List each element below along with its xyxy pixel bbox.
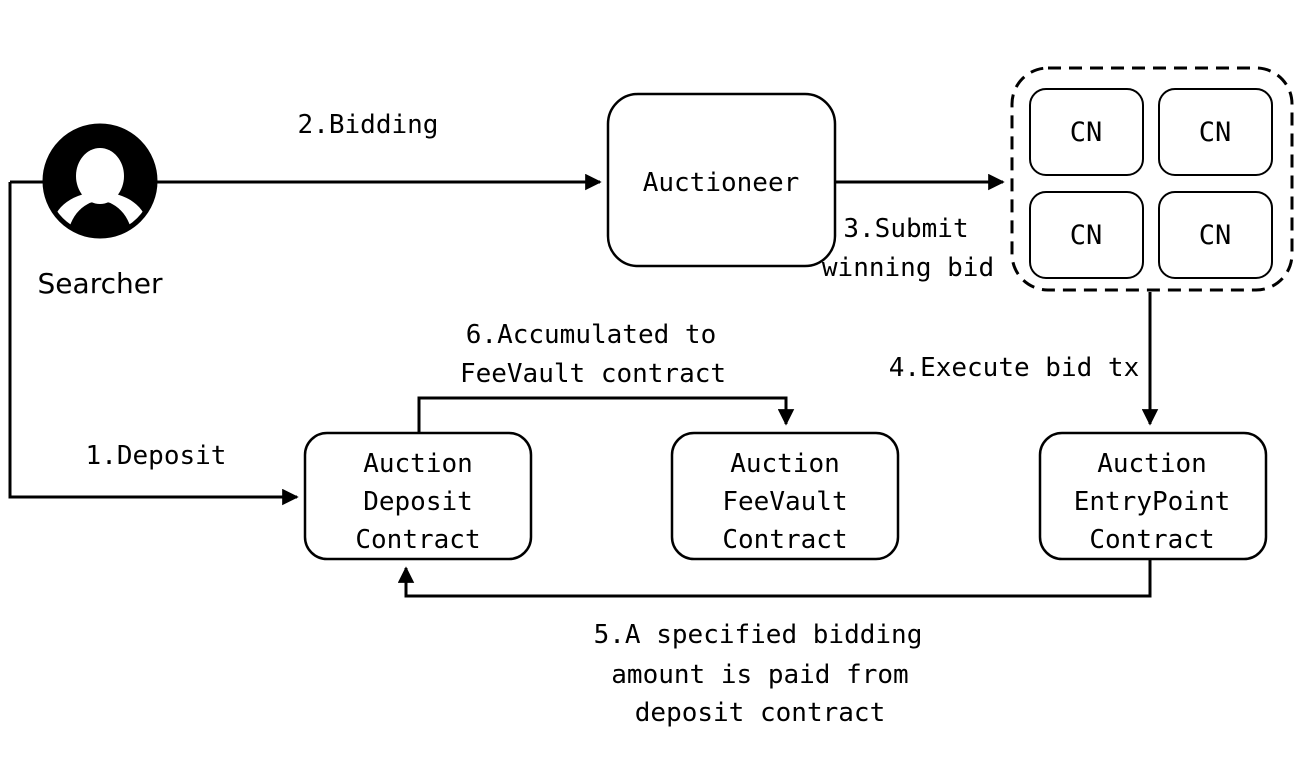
- cn-cluster: CN CN CN CN: [1010, 66, 1294, 292]
- step2-bidding-label: 2.Bidding: [298, 110, 439, 140]
- step5-paid-label: 5.A specified bidding: [594, 620, 923, 650]
- searcher-icon: [42, 123, 158, 239]
- cn-label: CN: [1199, 117, 1232, 148]
- cn-node: CN: [1158, 88, 1273, 176]
- cn-node: CN: [1029, 88, 1144, 176]
- entrypoint-contract-label: Auction: [1097, 449, 1207, 479]
- auction-feevault-contract-node: Auction FeeVault Contract: [670, 431, 900, 561]
- step6-accumulated-label: 6.Accumulated to: [466, 320, 716, 350]
- auction-deposit-contract-node: Auction Deposit Contract: [303, 431, 533, 561]
- cn-label: CN: [1070, 220, 1103, 251]
- deposit-contract-label: Contract: [355, 525, 480, 555]
- deposit-contract-label: Auction: [363, 449, 473, 479]
- step4-execute-label: 4.Execute bid tx: [889, 353, 1139, 383]
- cn-node: CN: [1029, 191, 1144, 279]
- arrow-deposit: [8, 182, 299, 506]
- cn-label: CN: [1070, 117, 1103, 148]
- feevault-contract-label: Auction: [730, 449, 840, 479]
- step1-deposit-label: 1.Deposit: [86, 441, 227, 471]
- arrow-accumulated-to-feevault: [417, 396, 795, 433]
- step6-accumulated-label: FeeVault contract: [460, 359, 726, 389]
- auction-entrypoint-contract-node: Auction EntryPoint Contract: [1038, 431, 1268, 561]
- auctioneer-label: Auctioneer: [643, 168, 800, 198]
- deposit-contract-label: Deposit: [363, 487, 473, 517]
- feevault-contract-label: FeeVault: [722, 487, 847, 517]
- auctioneer-node: Auctioneer: [606, 92, 837, 268]
- searcher-head: [76, 148, 124, 204]
- arrow-paid-from-deposit: [397, 559, 1152, 598]
- step5-paid-label: amount is paid from: [611, 660, 908, 690]
- cn-cluster-border: [1010, 66, 1294, 292]
- step5-paid-label: deposit contract: [635, 698, 885, 728]
- entrypoint-contract-label: Contract: [1089, 525, 1214, 555]
- entrypoint-contract-label: EntryPoint: [1074, 487, 1231, 517]
- cn-node: CN: [1158, 191, 1273, 279]
- step3-submit-label: 3.Submit: [843, 214, 968, 244]
- searcher-label: Searcher: [38, 267, 163, 300]
- step3-submit-label: winning bid: [822, 253, 994, 283]
- cn-label: CN: [1199, 220, 1232, 251]
- feevault-contract-label: Contract: [722, 525, 847, 555]
